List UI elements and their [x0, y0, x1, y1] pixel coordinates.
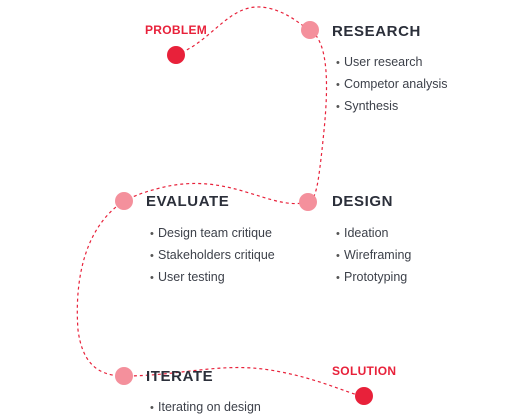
list-item: •Wireframing — [336, 248, 412, 262]
solution-node — [355, 387, 373, 405]
problem-label: PROBLEM — [145, 23, 208, 37]
list-item: •Stakeholders critique — [150, 248, 275, 262]
design-list: •Ideation •Wireframing •Prototyping — [336, 222, 411, 288]
list-item: •Iterating on design — [150, 400, 261, 414]
list-item: •Synthesis — [336, 99, 399, 113]
list-item: •Prototyping — [336, 270, 408, 284]
list-item: •Competor analysis — [336, 77, 448, 91]
list-item: •User research — [336, 55, 423, 69]
solution-label: SOLUTION — [332, 364, 397, 378]
problem-node — [167, 46, 185, 64]
list-item: •Ideation — [336, 226, 389, 240]
evaluate-title: EVALUATE — [146, 193, 230, 210]
evaluate-node — [115, 192, 133, 210]
research-list: •User research •Competor analysis •Synth… — [336, 51, 448, 117]
research-title: RESEARCH — [332, 23, 421, 40]
iterate-node — [115, 367, 133, 385]
design-title: DESIGN — [332, 193, 394, 210]
design-node — [299, 193, 317, 211]
iterate-title: ITERATE — [146, 368, 214, 385]
iterate-list: •Iterating on design — [150, 396, 261, 418]
list-item: •User testing — [150, 270, 225, 284]
research-node — [301, 21, 319, 39]
list-item: •Design team critique — [150, 226, 272, 240]
evaluate-list: •Design team critique •Stakeholders crit… — [150, 222, 275, 288]
